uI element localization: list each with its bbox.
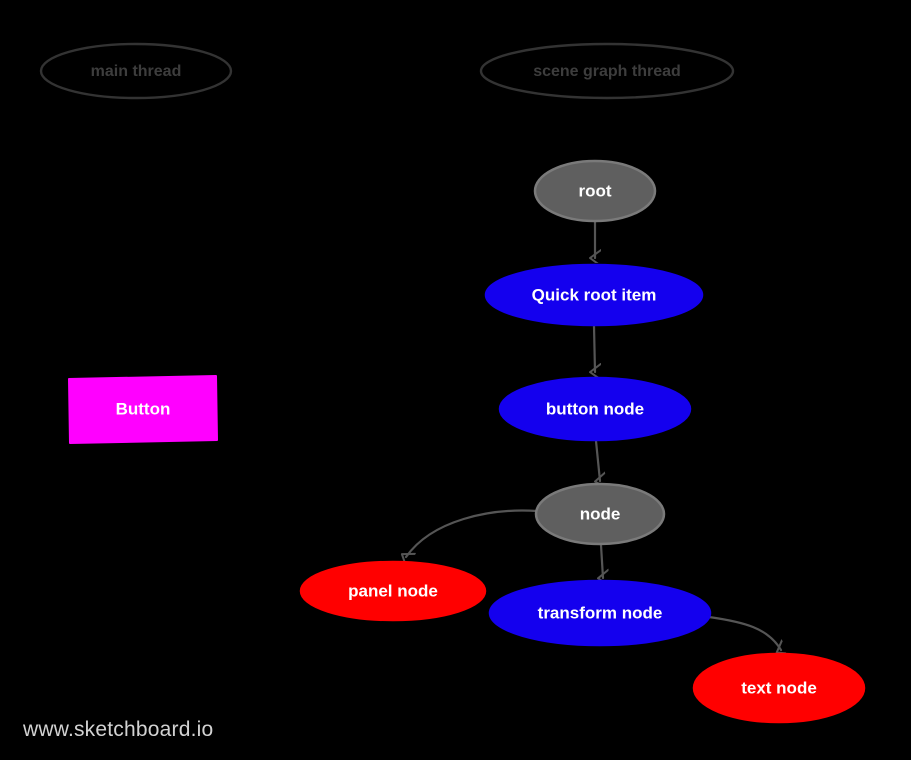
node-shape — [488, 579, 712, 647]
node-shape — [484, 263, 704, 327]
node-panel-node[interactable]: panel node — [299, 560, 487, 622]
node-shape — [692, 652, 866, 724]
node-shape — [498, 376, 692, 442]
node-button[interactable]: Button — [68, 375, 218, 444]
node-text-node[interactable]: text node — [692, 652, 866, 724]
swimlane-outline — [39, 42, 233, 100]
swimlane-outline — [479, 42, 735, 100]
swimlane-layer: main thread scene graph thread — [39, 42, 735, 100]
edge-transform-node-to-text-node[interactable] — [707, 615, 781, 650]
sketchboard-watermark: www.sketchboard.io — [22, 718, 213, 741]
node-shape — [533, 159, 657, 223]
swimlane-main-thread[interactable]: main thread — [39, 42, 233, 100]
edges-layer — [406, 220, 781, 650]
swimlane-label: main thread — [91, 63, 182, 80]
edge-button-node-to-node[interactable] — [596, 439, 600, 481]
swimlane-scene-graph-thread[interactable]: scene graph thread — [479, 42, 735, 100]
node-transform-node[interactable]: transform node — [488, 579, 712, 647]
node-shape — [534, 482, 666, 546]
node-shape — [68, 375, 218, 444]
swimlane-label: scene graph thread — [533, 63, 681, 80]
edge-node-to-transform-node[interactable] — [601, 543, 603, 578]
node-button-node[interactable]: button node — [498, 376, 692, 442]
node-shape — [299, 560, 487, 622]
node-root[interactable]: root — [533, 159, 657, 223]
node-quick-root-item[interactable]: Quick root item — [484, 263, 704, 327]
edge-node-to-panel-node[interactable] — [406, 509, 539, 557]
edge-quick-root-item-to-button-node[interactable] — [594, 324, 595, 372]
node-node[interactable]: node — [534, 482, 666, 546]
